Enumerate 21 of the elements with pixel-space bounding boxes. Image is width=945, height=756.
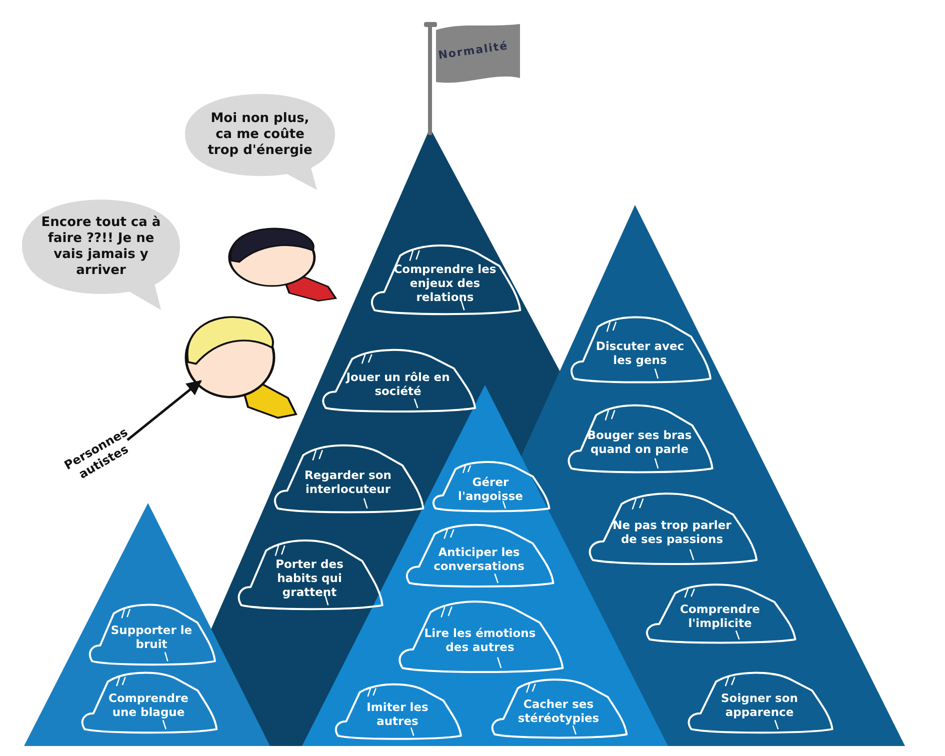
rock-label: Jouer un rôle en société <box>344 370 451 398</box>
rock-label: Supporter le bruit <box>110 623 194 652</box>
rock-label: Soigner son apparence <box>720 691 799 720</box>
rock-label: Discuter avec les gens <box>594 338 686 367</box>
flag-drawing <box>422 20 522 135</box>
rock-label: Bouger ses bras quand on parle <box>586 428 693 456</box>
rock-label: Cacher ses stéréotypies <box>516 697 600 726</box>
flag-label: Normalité <box>437 39 509 62</box>
rock-label: Gérer l'angoisse <box>457 474 524 503</box>
rock-label: Anticiper les conversations <box>432 544 526 572</box>
speech-text: Encore tout ca à faire ??!! Je ne vais jamais y arriver <box>40 214 162 279</box>
rock-label: Comprendre l'implicite <box>679 602 761 630</box>
arrow <box>126 380 202 441</box>
rock-label: Lire les émotions des autres <box>423 626 537 654</box>
rock-label: Comprendre une blague <box>108 691 190 720</box>
rock-label: Regarder son interlocuteur <box>304 468 392 496</box>
rock-label: Ne pas trop parler de ses passions <box>612 518 732 546</box>
rock-label: Comprendre les enjeux des relations <box>392 262 498 304</box>
rock-label: Porter des habits qui grattent <box>274 556 344 599</box>
rock-label: Imiter les autres <box>366 700 430 728</box>
speech-text: Moi non plus, ca me coûte trop d'énergie <box>206 111 314 159</box>
